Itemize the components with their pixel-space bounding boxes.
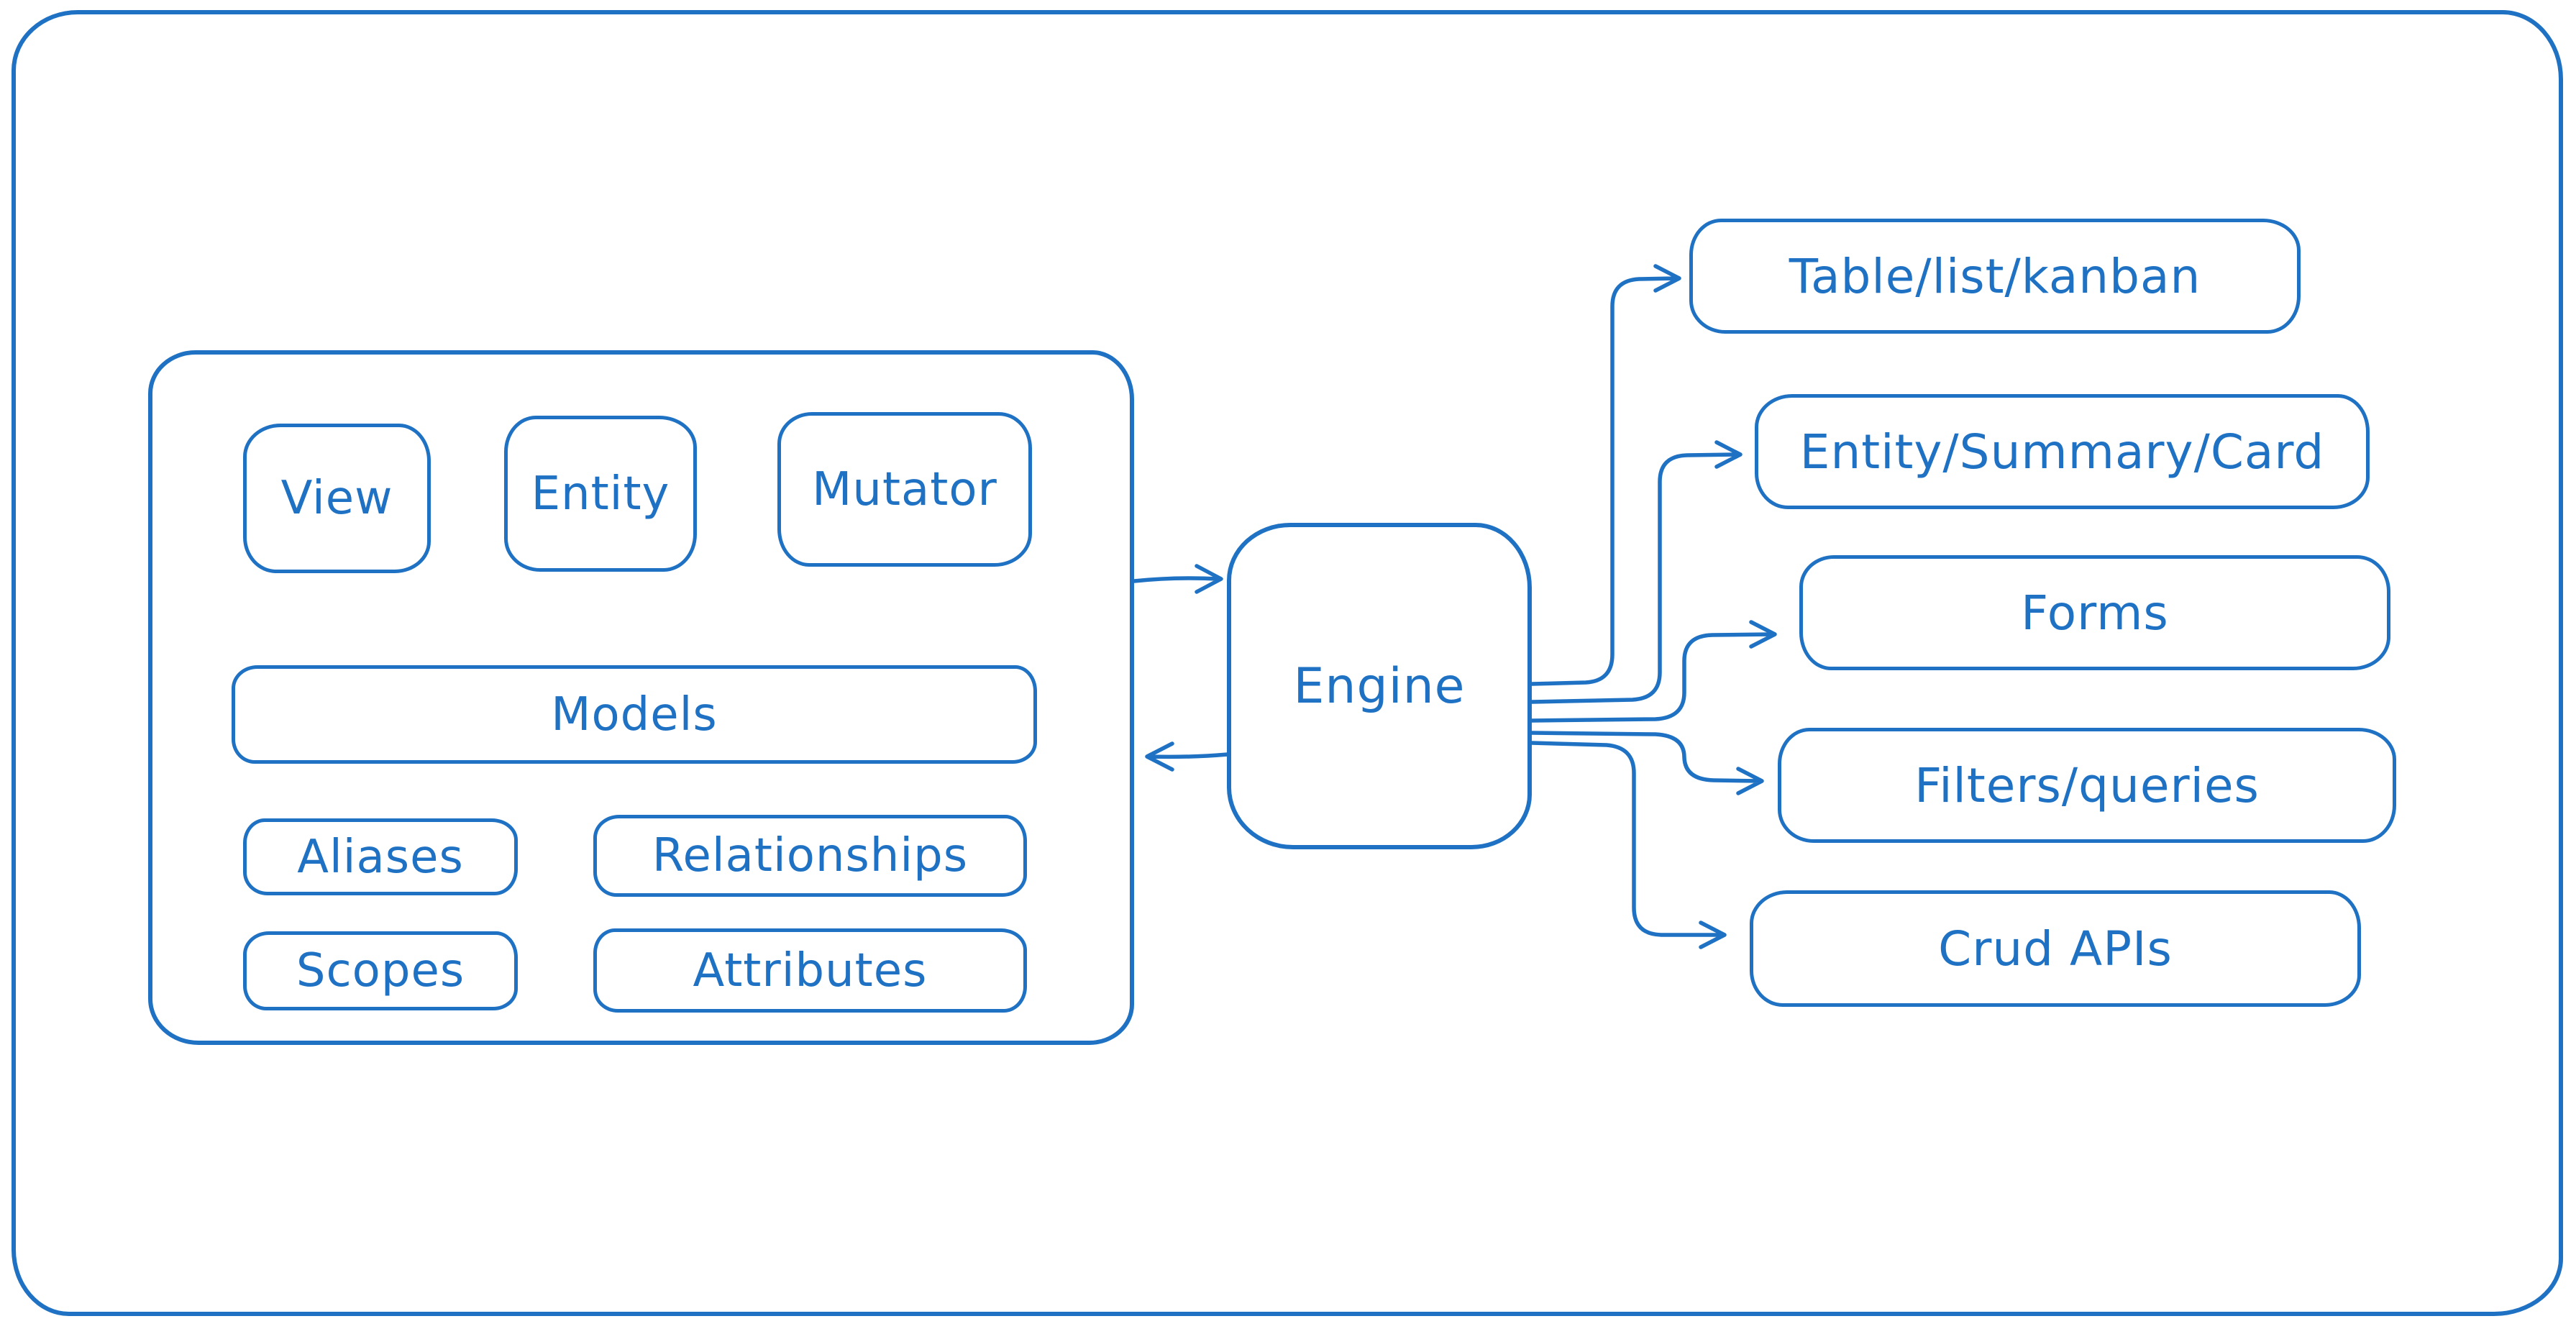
node-aliases: Aliases — [243, 818, 518, 895]
node-table-list-kanban-label: Table/list/kanban — [1789, 248, 2201, 304]
node-entity-summary-card-label: Entity/Summary/Card — [1799, 424, 2325, 480]
node-table-list-kanban: Table/list/kanban — [1689, 219, 2301, 334]
connector-engine-to-crud — [1530, 741, 1727, 949]
node-engine-label: Engine — [1293, 657, 1466, 715]
node-aliases-label: Aliases — [297, 830, 464, 884]
outer-frame — [12, 10, 2563, 1316]
node-models-label: Models — [551, 688, 718, 741]
connector-group-to-engine — [1132, 564, 1223, 594]
node-entity-label: Entity — [531, 467, 670, 521]
node-crud-apis: Crud APIs — [1750, 890, 2361, 1007]
node-scopes: Scopes — [243, 931, 518, 1010]
connector-engine-to-forms — [1530, 620, 1777, 723]
node-scopes-label: Scopes — [296, 944, 465, 997]
connector-engine-to-group — [1145, 741, 1230, 772]
node-view-label: View — [280, 472, 393, 525]
node-filters-queries-label: Filters/queries — [1914, 757, 2260, 813]
connector-engine-to-filters — [1530, 731, 1764, 795]
node-entity: Entity — [504, 416, 697, 572]
node-attributes: Attributes — [593, 928, 1027, 1013]
node-entity-summary-card: Entity/Summary/Card — [1755, 394, 2370, 509]
node-attributes-label: Attributes — [693, 944, 928, 997]
connector-engine-to-entity-summary — [1530, 440, 1743, 704]
node-forms: Forms — [1799, 555, 2390, 670]
node-mutator-label: Mutator — [812, 462, 997, 516]
node-models: Models — [232, 665, 1037, 764]
node-engine: Engine — [1227, 523, 1532, 849]
connector-engine-to-table — [1530, 264, 1681, 686]
node-forms-label: Forms — [2021, 585, 2169, 641]
node-view: View — [243, 424, 431, 573]
node-filters-queries: Filters/queries — [1778, 728, 2396, 843]
node-mutator: Mutator — [777, 412, 1032, 567]
node-relationships: Relationships — [593, 815, 1027, 897]
node-crud-apis-label: Crud APIs — [1938, 921, 2173, 977]
node-relationships-label: Relationships — [652, 829, 969, 882]
